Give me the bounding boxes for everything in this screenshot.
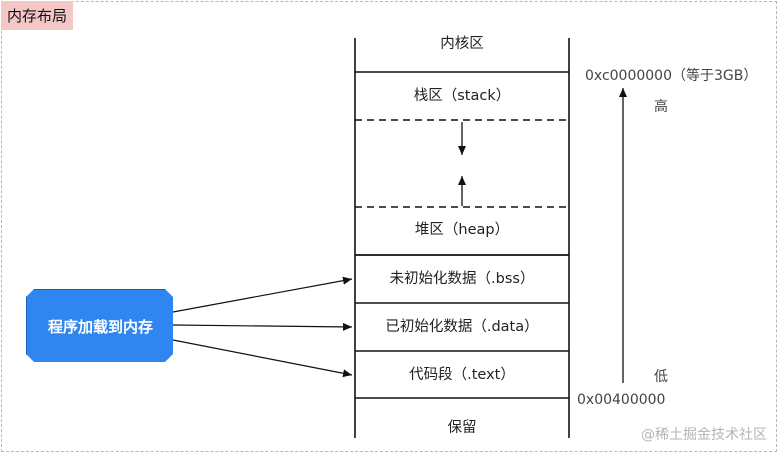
address-top: 0xc0000000（等于3GB） [585,68,758,84]
direction-high-label: 高 [654,99,668,115]
segment-heap: 堆区（heap） [414,222,510,238]
segment-kernel: 内核区 [440,36,484,52]
watermark: @稀土掘金技术社区 [641,427,767,443]
direction-low-label: 低 [654,369,668,385]
segment-data: 已初始化数据（.data） [385,319,539,335]
address-bottom: 0x00400000 [577,392,666,408]
loader-arrow-bss [172,276,353,313]
program-loader-box: 程序加载到内存 [26,289,173,362]
segment-bss: 未初始化数据（.bss） [389,271,535,287]
loader-arrow-text [172,339,353,378]
segment-text: 代码段（.text） [409,367,515,383]
segment-reserved: 保留 [447,420,477,436]
segment-stack: 栈区（stack） [413,88,511,104]
loader-arrow-data [172,322,353,331]
diagram-title: 内存布局 [1,1,74,30]
